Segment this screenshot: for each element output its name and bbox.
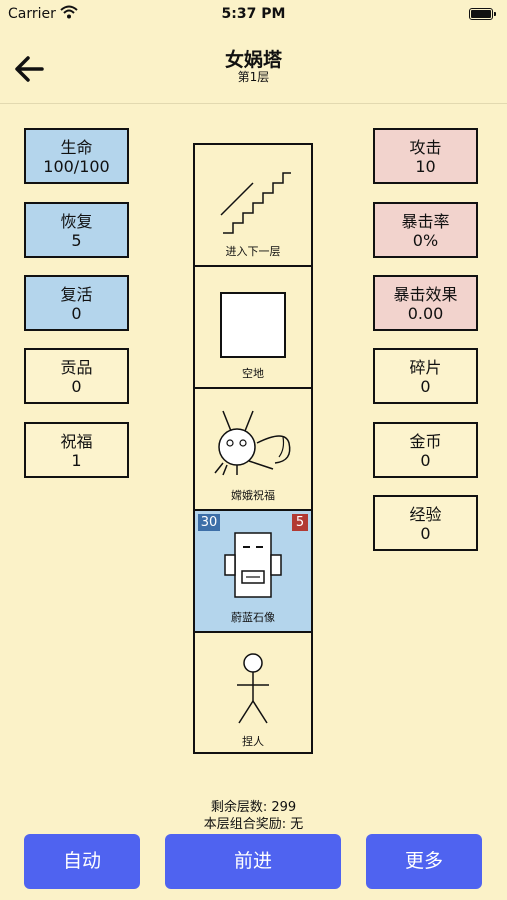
tower-cell-next-floor[interactable]: 进入下一层 — [195, 145, 311, 267]
stat-label: 经验 — [409, 505, 442, 524]
stat-experience: 经验 0 — [373, 495, 478, 551]
remaining-floors: 剩余层数: 299 — [210, 800, 297, 815]
stat-value: 0 — [71, 377, 82, 396]
stick-figure-icon — [237, 653, 269, 724]
stat-label: 贡品 — [60, 358, 93, 377]
back-arrow-icon[interactable] — [12, 52, 46, 86]
stat-label: 暴击效果 — [393, 285, 458, 304]
stat-fragments: 碎片 0 — [373, 348, 478, 404]
stat-crit-rate: 暴击率 0% — [373, 202, 478, 258]
tower-cell-azure-statue[interactable]: 30 5 蔚蓝石像 — [195, 511, 311, 633]
rabbit-icon — [214, 410, 291, 476]
stat-label: 复活 — [60, 285, 93, 304]
tower-column: 进入下一层 空地 嫦娥祝福 30 5 — [193, 143, 313, 754]
tower-cell-change-blessing[interactable]: 嫦娥祝福 — [195, 389, 311, 511]
stat-life: 生命 100/100 — [24, 128, 129, 184]
battery-icon — [469, 8, 496, 20]
stat-value: 5 — [71, 231, 82, 250]
stat-tribute: 贡品 0 — [24, 348, 129, 404]
combo-reward: 本层组合奖励: 无 — [203, 817, 304, 832]
stat-blessing: 祝福 1 — [24, 422, 129, 478]
stat-attack: 攻击 10 — [373, 128, 478, 184]
status-bar: Carrier 5:37 PM — [0, 0, 507, 28]
stat-value: 0 — [420, 377, 431, 396]
stat-label: 祝福 — [60, 432, 93, 451]
stat-revive: 复活 0 — [24, 275, 129, 331]
nav-divider — [0, 103, 507, 104]
stairs-icon — [220, 172, 291, 234]
stat-label: 生命 — [60, 138, 93, 157]
power-badge: 5 — [292, 514, 308, 531]
stat-label: 恢复 — [60, 212, 93, 231]
clock: 5:37 PM — [221, 6, 286, 22]
stat-value: 0 — [71, 304, 82, 323]
stat-label: 碎片 — [409, 358, 442, 377]
stat-gold: 金币 0 — [373, 422, 478, 478]
carrier-label: Carrier — [8, 6, 56, 22]
stat-label: 金币 — [409, 432, 442, 451]
auto-button[interactable]: 自动 — [24, 834, 140, 889]
tower-cell-empty[interactable]: 空地 — [195, 267, 311, 389]
stat-recovery: 恢复 5 — [24, 202, 129, 258]
tower-cell-label: 嫦娥祝福 — [231, 489, 275, 502]
tower-cell-label: 蔚蓝石像 — [231, 611, 275, 624]
stat-value: 10 — [415, 157, 436, 176]
robot-statue-icon — [224, 532, 282, 598]
stat-value: 0 — [420, 524, 431, 543]
stat-value: 1 — [71, 451, 82, 470]
more-button[interactable]: 更多 — [366, 834, 482, 889]
stat-label: 暴击率 — [401, 212, 450, 231]
empty-square-icon — [220, 292, 286, 358]
tower-cell-label: 进入下一层 — [225, 245, 281, 258]
stat-value: 0.00 — [407, 304, 444, 323]
wifi-icon — [60, 5, 78, 19]
tower-cell-label: 捏人 — [242, 735, 264, 748]
stat-label: 攻击 — [409, 138, 442, 157]
level-badge: 30 — [198, 514, 220, 531]
tower-cell-character[interactable]: 捏人 — [195, 633, 311, 755]
page-title: 女娲塔 — [224, 49, 282, 71]
forward-button[interactable]: 前进 — [165, 834, 341, 889]
stat-crit-effect: 暴击效果 0.00 — [373, 275, 478, 331]
stat-value: 0 — [420, 451, 431, 470]
stat-value: 100/100 — [43, 157, 110, 176]
stat-value: 0% — [412, 231, 439, 250]
floor-subtitle: 第1层 — [237, 70, 270, 84]
tower-cell-label: 空地 — [242, 367, 264, 380]
